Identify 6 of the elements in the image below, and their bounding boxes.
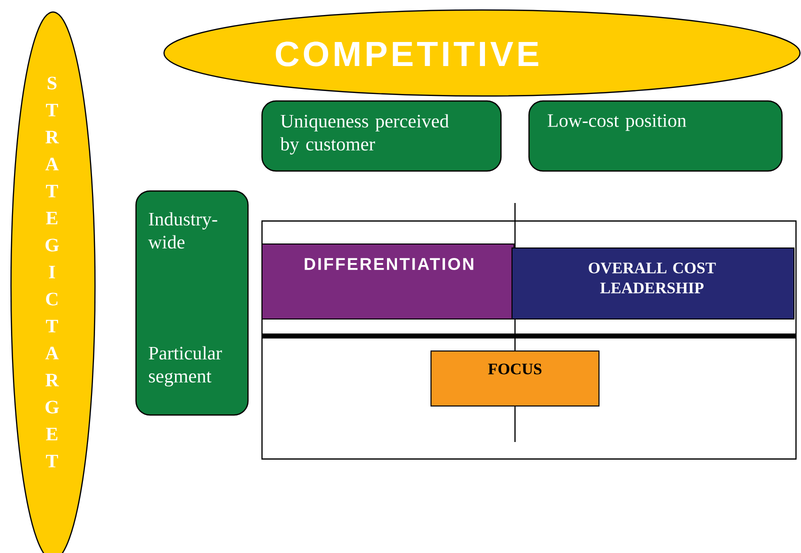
label-box: Industry- wide Particular segment bbox=[135, 190, 249, 416]
strategy-box: DIFFERENTIATION bbox=[262, 244, 514, 320]
label-box: Uniqueness perceived by customer bbox=[261, 100, 502, 172]
strategy-box: FOCUS bbox=[430, 350, 600, 406]
label-box: Low-cost position bbox=[528, 100, 783, 172]
strategy-box: OVERALL COST LEADERSHIP bbox=[512, 248, 794, 320]
